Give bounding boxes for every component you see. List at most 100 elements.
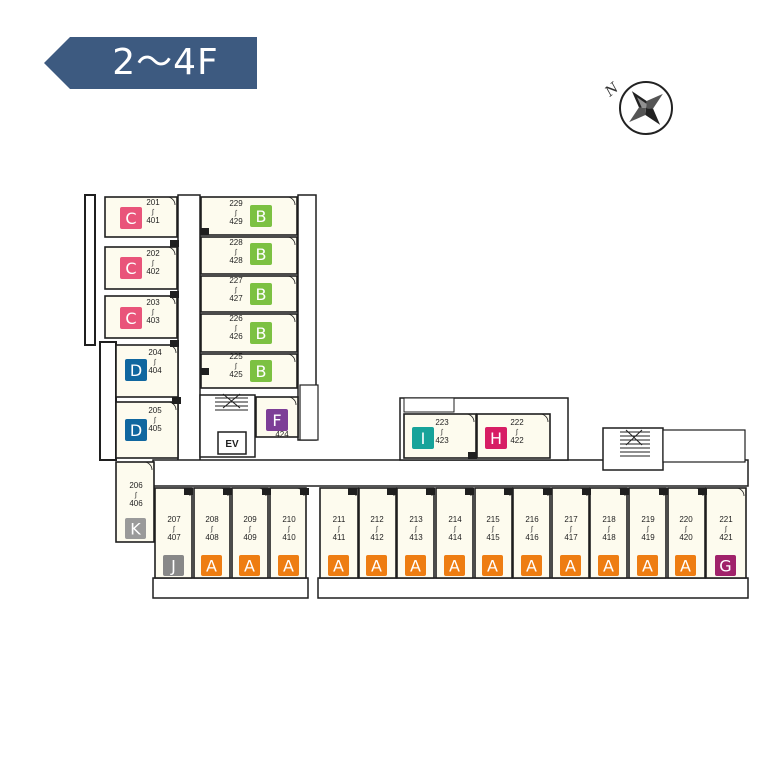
room-type-letter: A [603,556,614,575]
room-number-bottom: 411 [333,533,346,542]
wall-stub [262,488,271,495]
door-swing-icon [287,396,297,406]
room-type-badge [163,555,184,576]
room-outline [200,313,298,353]
door-swing-icon [166,246,176,256]
room-range-mark: ∫ [151,309,155,316]
room-number-bottom: 409 [243,533,257,542]
room-number-top: 222 [510,418,524,427]
room-type-letter: K [130,519,141,538]
room-number-bottom: 419 [641,533,655,542]
wall-stub [170,240,179,247]
room-number-bottom: 403 [146,316,160,325]
room-range-mark: ∫ [724,526,728,533]
room-type-letter: A [410,556,421,575]
wall-stub [387,488,396,495]
room-number-bottom: 420 [679,533,693,542]
room-number-top: 217 [564,515,578,524]
door-swing-icon [143,461,153,471]
room-number-bottom: 421 [719,533,733,542]
room-number-top: 211 [333,515,346,524]
door-swing-icon [167,401,177,411]
room-type-badge [521,555,542,576]
elevator-label: EV [225,439,239,450]
floor-title: 2～4F [112,42,219,83]
room-range-mark: ∫ [151,260,155,267]
room-number-bottom: 407 [167,533,181,542]
room-type-badge [412,427,434,449]
room-type-badge [715,555,736,576]
room-type-letter: D [130,361,142,380]
room-range-mark: ∫ [248,526,252,533]
room-range-mark: ∫ [515,429,519,436]
room-number-bottom: 415 [486,533,500,542]
room-type-letter: J [170,556,176,575]
room-range-mark: ∫ [172,526,176,533]
room-type-letter: A [642,556,653,575]
room-type-badge [560,555,581,576]
room-type-badge [250,283,272,305]
room-number-top: 207 [167,515,181,524]
room-type-letter: A [371,556,382,575]
room-number-bottom: 408 [205,533,219,542]
room-range-mark: ∫ [234,210,238,217]
room-outline [255,396,299,438]
room-type-badge [405,555,426,576]
room-type-badge [485,427,507,449]
door-swing-icon [166,196,176,206]
room-type-badge [266,409,288,431]
room-outline [319,487,359,579]
room-number-bottom: 424 [275,430,289,439]
room-type-badge [250,322,272,344]
room-type-letter: C [125,209,136,228]
door-swing-icon [167,344,177,354]
room-type-letter: A [487,556,498,575]
room-type-letter: D [130,421,142,440]
room-range-mark: ∫ [530,526,534,533]
room-type-badge [250,205,272,227]
room-number-top: 205 [148,406,162,415]
room-outline [154,487,193,579]
room-range-mark: ∫ [375,526,379,533]
compass: N [598,76,678,136]
room-number-top: 201 [146,198,160,207]
room-number-bottom: 418 [602,533,616,542]
room-type-badge [366,555,387,576]
floor-banner-shape [44,37,257,89]
room-type-badge [444,555,465,576]
room-type-letter: B [256,362,267,381]
room-number-bottom: 417 [564,533,578,542]
room-range-mark: ∫ [607,526,611,533]
wall-stub [170,340,179,347]
